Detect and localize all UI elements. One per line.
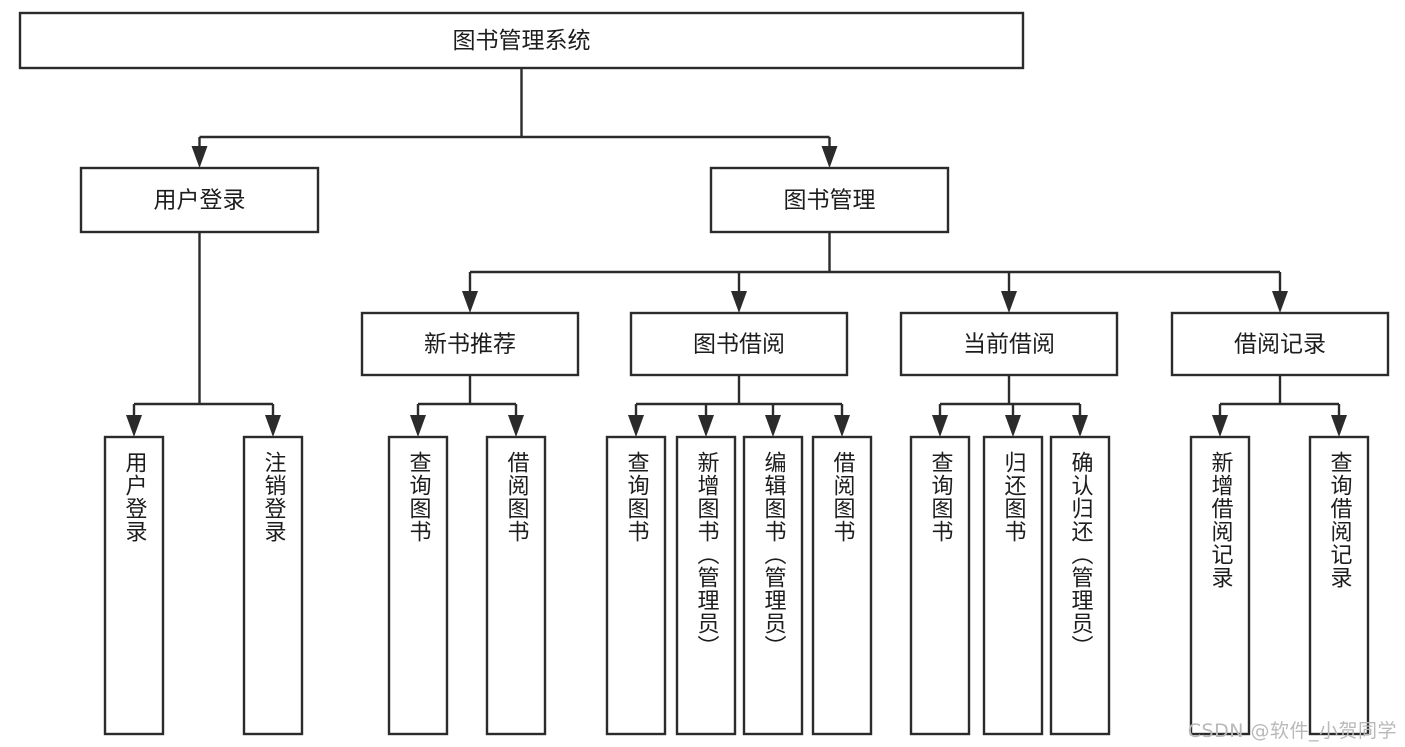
arrow-head-icon	[1001, 291, 1017, 313]
watermark-text: CSDN @软件_小贺同学	[1187, 720, 1397, 742]
arrow-head-icon	[191, 146, 208, 168]
node-label-level2-1: 图书借阅	[693, 332, 785, 358]
leaf-node-借阅图书[interactable]	[811, 435, 873, 736]
leaf-node-查询借阅记录[interactable]	[1308, 435, 1370, 736]
node-label-level2-2: 当前借阅	[963, 332, 1055, 358]
arrow-head-icon	[410, 415, 426, 437]
arrow-head-icon	[698, 415, 714, 437]
arrow-head-icon	[126, 415, 142, 437]
node-label-level2-3: 借阅记录	[1234, 332, 1326, 358]
arrow-head-icon	[1212, 415, 1228, 437]
arrow-head-icon	[834, 415, 850, 437]
arrow-head-icon	[265, 415, 281, 437]
arrow-head-icon	[508, 415, 524, 437]
arrow-head-icon	[462, 291, 478, 313]
arrow-head-icon	[1331, 415, 1347, 437]
arrow-head-icon	[821, 146, 838, 168]
arrow-head-icon	[932, 415, 948, 437]
node-level1-图书管理[interactable]	[709, 166, 950, 234]
node-level2-图书借阅[interactable]	[629, 311, 849, 377]
node-level1-用户登录[interactable]	[79, 166, 320, 234]
leaf-node-用户登录[interactable]	[103, 435, 165, 736]
node-label-level1-1: 图书管理	[784, 188, 876, 214]
node-label-level2-0: 新书推荐	[424, 332, 516, 358]
connectors-layer	[126, 68, 1347, 437]
arrow-head-icon	[765, 415, 781, 437]
node-level2-当前借阅[interactable]	[899, 311, 1119, 377]
arrow-head-icon	[1005, 415, 1021, 437]
leaf-node-查询图书[interactable]	[605, 435, 667, 736]
leaf-node-查询图书[interactable]	[387, 435, 449, 736]
leaf-node-注销登录[interactable]	[242, 435, 304, 736]
leaf-node-新增图书（管理员）[interactable]	[675, 435, 737, 736]
leaf-node-归还图书[interactable]	[982, 435, 1044, 736]
leaf-node-编辑图书（管理员）[interactable]	[742, 435, 804, 736]
arrow-head-icon	[1272, 291, 1288, 313]
node-label-level1-0: 用户登录	[154, 188, 246, 214]
node-level2-借阅记录[interactable]	[1170, 311, 1390, 377]
boxes-layer	[18, 11, 1390, 736]
arrow-head-icon	[628, 415, 644, 437]
leaf-node-新增借阅记录[interactable]	[1189, 435, 1251, 736]
node-level2-新书推荐[interactable]	[360, 311, 580, 377]
node-root-图书管理系统[interactable]	[18, 11, 1025, 70]
leaf-node-查询图书[interactable]	[909, 435, 971, 736]
arrow-head-icon	[1072, 415, 1088, 437]
arrow-head-icon	[731, 291, 747, 313]
leaf-node-借阅图书[interactable]	[485, 435, 547, 736]
node-label-root: 图书管理系统	[453, 28, 591, 54]
leaf-node-确认归还（管理员）[interactable]	[1049, 435, 1111, 736]
